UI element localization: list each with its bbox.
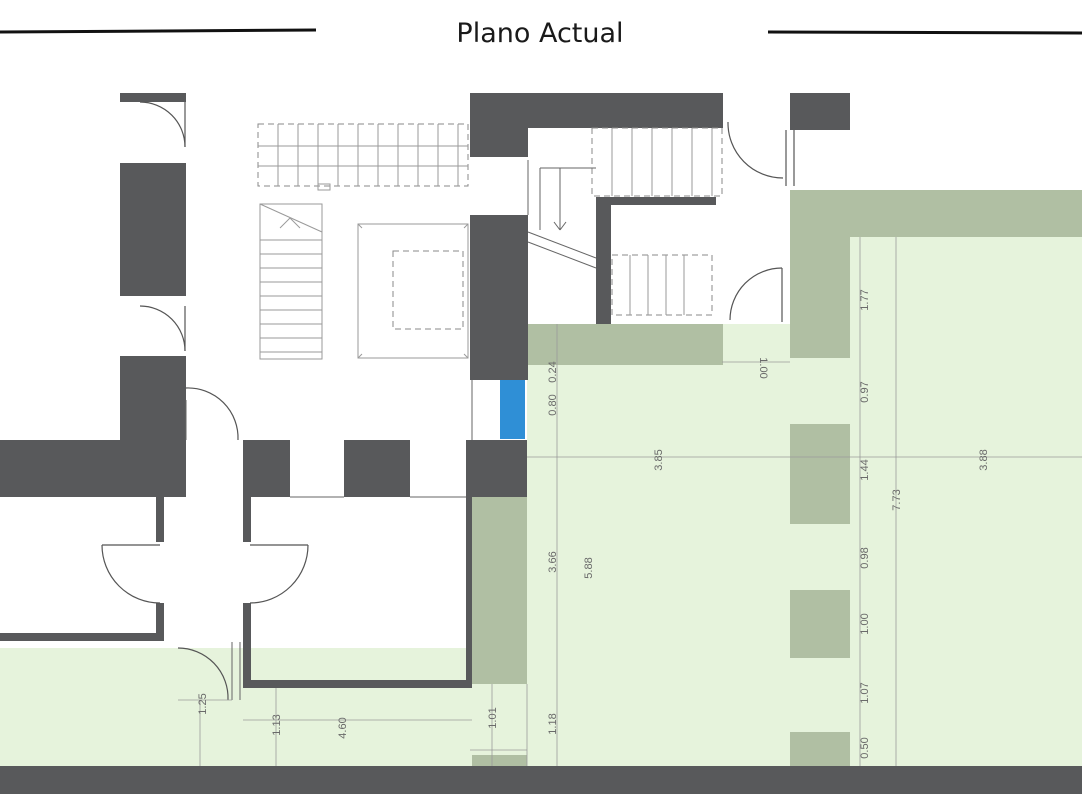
- plan-title: Plano Actual: [456, 18, 623, 49]
- dim-label-098: 0.98: [859, 547, 871, 568]
- dimension-labels: 1.77 1.00 0.97 0.24 0.80 3.85 3.88 1.44 …: [197, 289, 990, 758]
- dim-label-588: 5.88: [583, 557, 595, 578]
- dim-label-107: 1.07: [859, 682, 871, 703]
- dim-label-024: 0.24: [547, 361, 559, 382]
- dim-label-773: 7.73: [891, 489, 903, 510]
- dim-label-100-top: 1.00: [757, 357, 769, 378]
- walls: [0, 93, 1082, 794]
- dim-label-080: 0.80: [547, 394, 559, 415]
- green-walls: [472, 190, 1082, 766]
- dim-label-366: 3.66: [547, 551, 559, 572]
- green-area: [0, 237, 1082, 766]
- dimension-lines: [178, 237, 1082, 766]
- stairs-left-run: [259, 203, 323, 360]
- doors: [101, 101, 795, 701]
- title-rule-left: [0, 28, 317, 34]
- dim-label-385: 3.85: [653, 449, 665, 470]
- dim-label-100-mid: 1.00: [859, 613, 871, 634]
- dim-label-125: 1.25: [197, 693, 209, 714]
- structure-lines: [185, 160, 529, 700]
- dim-label-113: 1.13: [271, 714, 283, 735]
- stairs-right: [527, 127, 723, 316]
- dim-label-118: 1.18: [547, 713, 559, 734]
- dim-label-460: 4.60: [337, 717, 349, 738]
- highlight-panel: [500, 374, 525, 439]
- dim-label-101: 1.01: [487, 707, 499, 728]
- light-well: [357, 223, 469, 359]
- dim-label-144: 1.44: [859, 459, 871, 480]
- dim-label-097: 0.97: [859, 381, 871, 402]
- title-rule-right: [767, 30, 1082, 35]
- dim-label-388: 3.88: [978, 449, 990, 470]
- dim-label-050: 0.50: [859, 737, 871, 758]
- dim-label-177: 1.77: [859, 289, 871, 310]
- stairs-upper-left: [257, 123, 469, 191]
